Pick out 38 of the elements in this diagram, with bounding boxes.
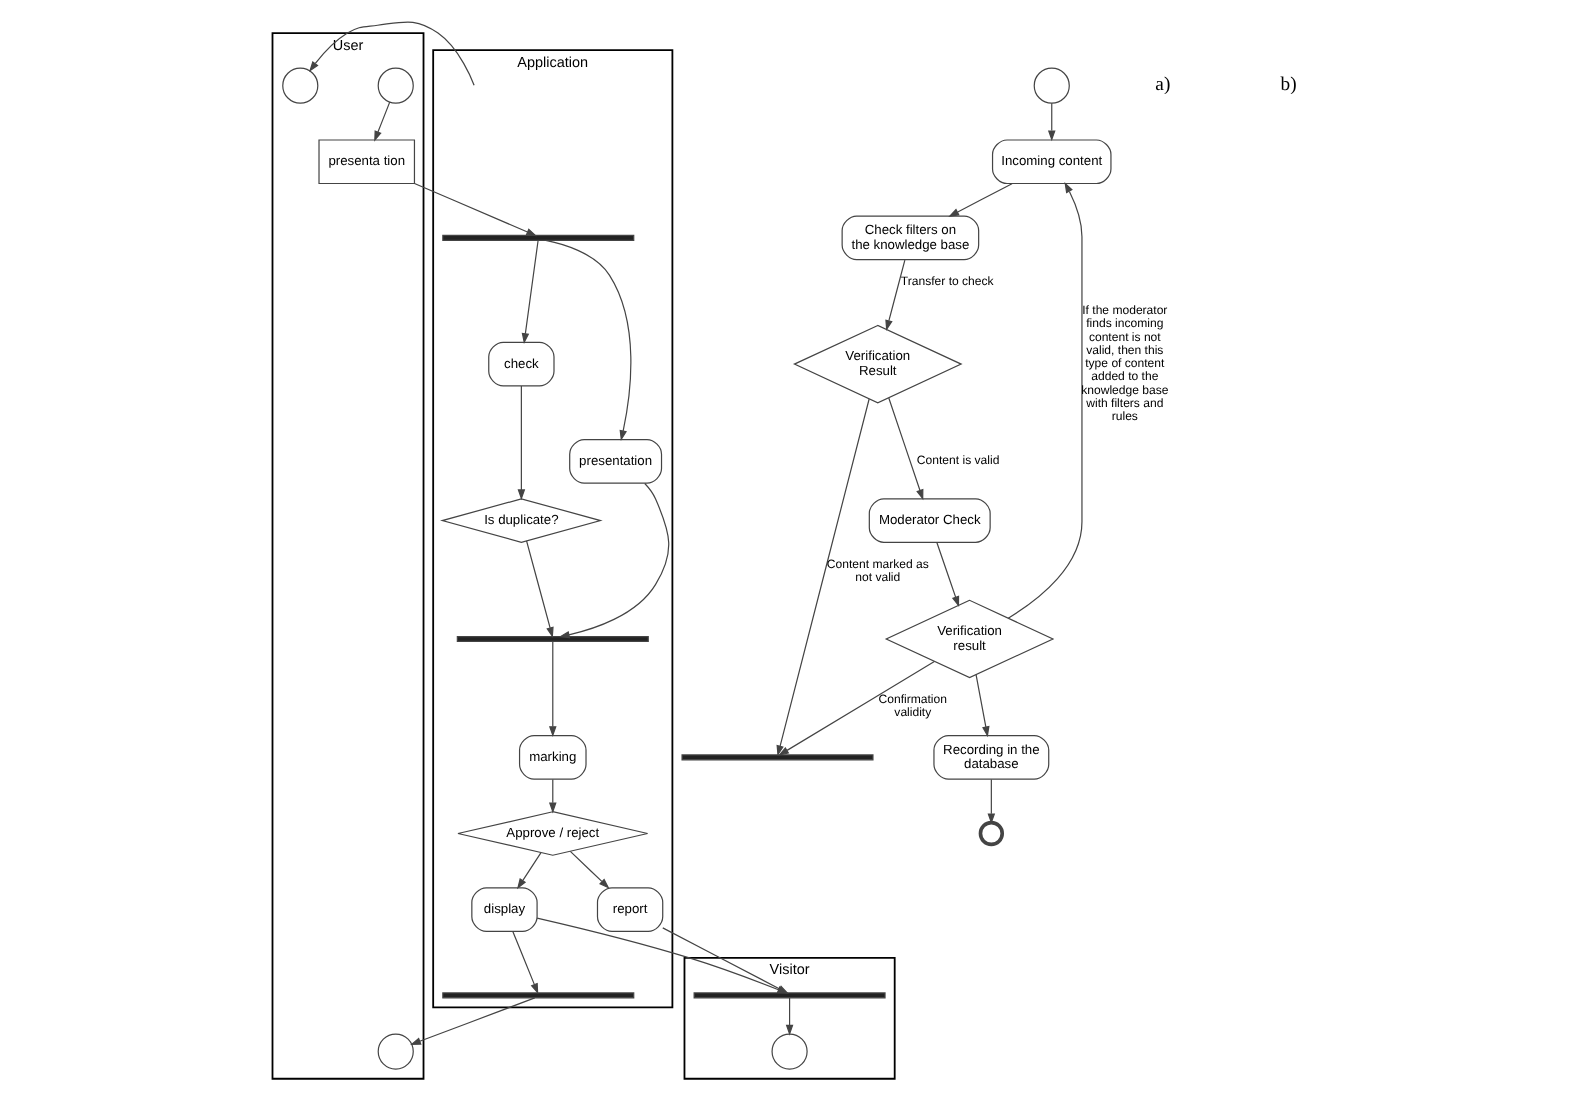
arrow — [308, 21, 474, 86]
node-bar — [692, 992, 885, 999]
arrow — [986, 778, 995, 825]
node-bar — [441, 234, 634, 241]
node-bar — [680, 754, 873, 761]
arrow — [777, 660, 934, 756]
arrow — [524, 540, 553, 638]
arrow — [887, 397, 923, 501]
arrow — [409, 997, 535, 1045]
arrow — [547, 640, 556, 738]
arrow — [784, 997, 793, 1036]
arrow — [775, 398, 869, 757]
label: b) — [1279, 74, 1296, 97]
arrow — [935, 541, 959, 608]
arrow — [520, 239, 538, 344]
node-circle — [1032, 67, 1069, 104]
arrow — [1046, 102, 1055, 142]
arrow — [1006, 182, 1082, 619]
node-circle — [376, 1033, 413, 1070]
node-bar — [455, 635, 648, 642]
arrow — [511, 930, 538, 995]
node-circle — [977, 820, 1004, 847]
arrow — [412, 182, 537, 237]
arrow — [516, 385, 525, 501]
node-circle — [770, 1033, 807, 1070]
arrow — [557, 482, 669, 639]
arrow — [547, 778, 556, 814]
arrow — [515, 852, 541, 890]
arrow — [544, 239, 631, 442]
arrow — [373, 101, 390, 142]
arrow — [947, 183, 1012, 217]
label: a) — [1154, 74, 1170, 97]
arrow — [974, 674, 989, 738]
node-circle — [281, 67, 318, 104]
node-circle — [376, 67, 413, 104]
node-bar — [441, 992, 634, 999]
arrow — [884, 259, 905, 331]
arrow — [568, 850, 609, 889]
